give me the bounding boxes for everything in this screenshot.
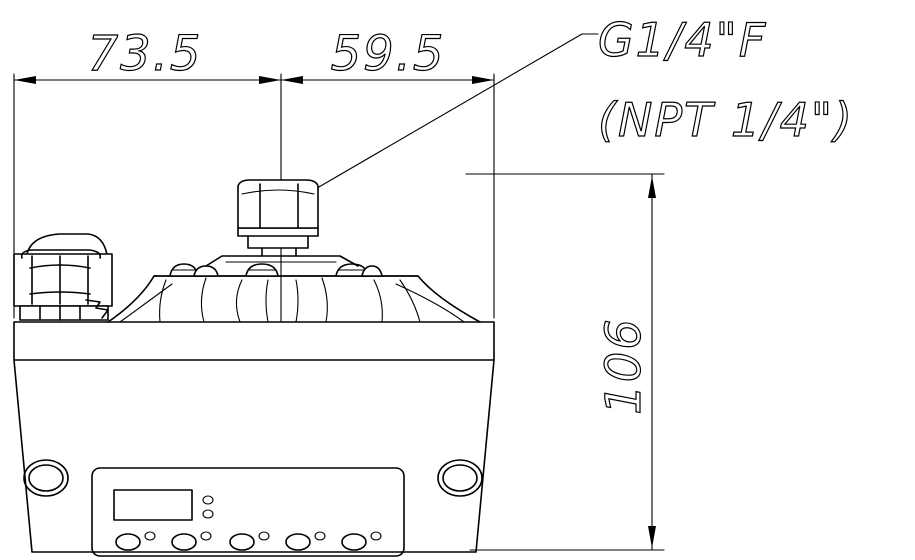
gland-nut-top-curve (20, 249, 102, 259)
panel-display (113, 489, 193, 521)
fin-3 (235, 279, 243, 323)
gland-nut-curve-2 (29, 291, 91, 295)
screw-5 (361, 265, 383, 277)
panel-led-1 (144, 531, 156, 541)
fin-10 (395, 283, 465, 323)
mounting-hole-left-outer (23, 459, 69, 497)
dimension-right-width: 59.5 (331, 26, 446, 82)
housing (13, 321, 495, 553)
heat-sink-cone (107, 275, 481, 323)
panel-button-4 (285, 533, 311, 551)
panel-led-2 (200, 531, 212, 541)
arrow-right-end (472, 76, 494, 84)
fin-9 (119, 283, 173, 323)
panel-led-4 (314, 531, 326, 541)
cone-outline (107, 275, 481, 323)
panel-button-2 (171, 533, 197, 551)
fin-2 (200, 277, 207, 323)
panel-button-3 (229, 533, 255, 551)
gland-cap (25, 233, 109, 263)
fin-4 (265, 279, 269, 323)
top-plate (205, 255, 359, 267)
pressure-port-fitting (237, 179, 319, 257)
arrow-height-bottom (648, 526, 656, 548)
gland-hex-nut (13, 253, 113, 307)
thread-spec-line1: G1/4"F (598, 13, 767, 67)
arrow-left-end (259, 76, 281, 84)
dimension-left-width: 73.5 (88, 26, 203, 82)
status-led-2 (202, 509, 214, 519)
thread-callout-group: G1/4"F (NPT 1/4") (299, 12, 854, 199)
mounting-hole-right-inner (442, 464, 478, 492)
width-dimension-group: 73.5 59.5 (13, 25, 495, 323)
fitting-hex-nut (237, 179, 319, 229)
cable-gland (13, 233, 113, 321)
panel-button-5 (341, 533, 367, 551)
panel-frame (91, 467, 405, 557)
height-dimension-group: 106 (465, 173, 665, 551)
housing-flange (13, 321, 495, 361)
arrow-left-start (14, 76, 36, 84)
arrow-height-top (648, 176, 656, 198)
panel-button-1 (115, 533, 141, 551)
fitting-collar (237, 227, 319, 237)
panel-led-3 (258, 531, 270, 541)
panel-led-5 (370, 531, 382, 541)
dimension-height: 106 (596, 317, 652, 415)
housing-body (13, 359, 495, 553)
gland-body (19, 305, 109, 321)
callout-leader-line (299, 33, 583, 199)
mounting-holes (23, 459, 483, 497)
screw-2 (193, 265, 219, 277)
control-panel (91, 467, 405, 557)
mounting-hole-right-outer (437, 459, 483, 497)
mounting-hole-left-inner (28, 464, 64, 492)
gland-thread (85, 299, 109, 319)
arrow-right-start (281, 76, 303, 84)
fin-1 (159, 279, 167, 323)
fin-6 (321, 277, 328, 323)
fin-8 (399, 279, 421, 323)
fitting-hex-curve (241, 189, 315, 195)
fin-5 (295, 279, 299, 323)
top-plate-screws (169, 255, 383, 277)
thread-spec-line2: (NPT 1/4") (598, 93, 854, 147)
fin-7 (373, 279, 383, 323)
gland-nut-curve-1 (29, 264, 91, 269)
status-led-1 (202, 495, 214, 505)
